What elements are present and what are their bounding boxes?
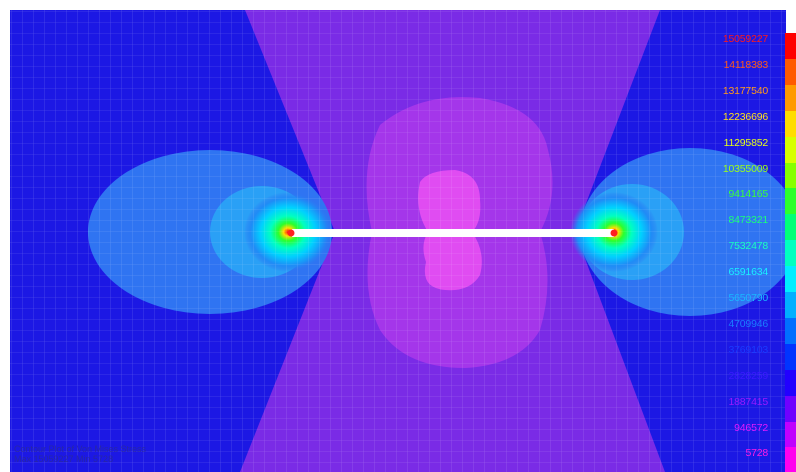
legend-swatch xyxy=(785,214,796,241)
legend-swatch xyxy=(785,266,796,293)
legend-label: 5650790 xyxy=(728,292,769,304)
legend-label: 4709946 xyxy=(728,317,769,330)
legend-label: 14118383 xyxy=(723,58,769,71)
crack-tip-left xyxy=(287,229,295,237)
legend-swatch xyxy=(785,240,796,267)
legend-swatch xyxy=(785,421,796,448)
legend-label: 8473321 xyxy=(728,214,769,227)
crack-tip-right xyxy=(610,229,618,237)
legend-label: 5728 xyxy=(745,447,768,460)
legend-label: 946572 xyxy=(734,421,768,434)
legend-swatch xyxy=(785,33,796,60)
legend-swatch xyxy=(785,317,796,345)
legend-label: 9414165 xyxy=(728,188,769,201)
legend-label: 3769103 xyxy=(728,343,769,356)
legend-swatch xyxy=(785,369,796,397)
legend-swatch xyxy=(785,395,796,422)
legend-swatch xyxy=(785,343,796,371)
legend-label: 15059227 xyxy=(722,33,768,45)
legend-swatch xyxy=(785,84,796,112)
legend-label: 13177540 xyxy=(722,84,768,97)
crack-line xyxy=(292,229,614,237)
legend-label: 1887415 xyxy=(728,395,769,408)
legend-swatch xyxy=(785,110,796,138)
legend-colorbar xyxy=(785,33,796,472)
legend-label: 10355009 xyxy=(722,162,768,175)
legend-swatch xyxy=(785,136,796,163)
legend-label: 12236696 xyxy=(722,110,768,123)
plot-footer-line-1: Contour Plot of Von Mises Stress xyxy=(14,444,147,454)
legend-swatch xyxy=(785,188,796,215)
legend-swatch xyxy=(785,447,796,472)
legend-label: 2828259 xyxy=(728,369,769,382)
legend-label: 7532478 xyxy=(728,240,769,253)
legend-swatch xyxy=(785,292,796,319)
legend-swatch xyxy=(785,162,796,189)
legend-label: 6591634 xyxy=(728,266,769,279)
legend-label: 11295852 xyxy=(723,136,769,149)
plot-footer: Contour Plot of Von Mises Stress Max 150… xyxy=(14,444,234,464)
plot-footer-line-2: Max 15059227 Min 5728 xyxy=(14,454,114,464)
mesh-overlay xyxy=(10,10,786,472)
legend-swatch xyxy=(785,58,796,86)
